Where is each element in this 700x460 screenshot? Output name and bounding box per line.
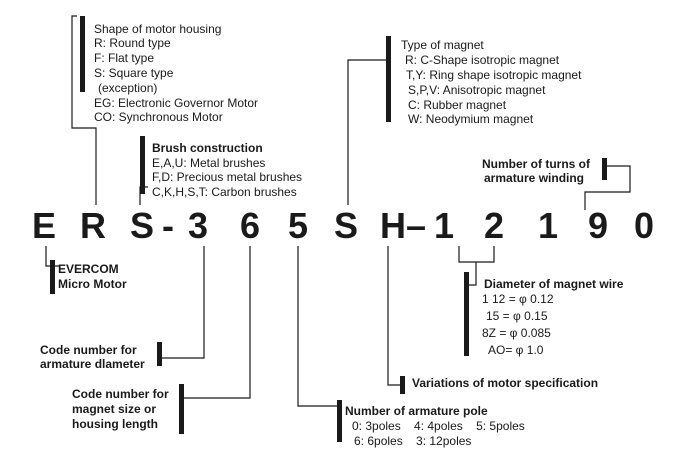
magnet-item: T,Y: Ring shape isotropic magnet	[406, 68, 582, 82]
code-char-11: 1	[434, 205, 455, 246]
brush-title: Brush construction	[152, 141, 263, 155]
magnet-item: C: Rubber magnet	[408, 98, 507, 112]
code-char-7: 5	[288, 205, 309, 246]
code-char-12: 2	[484, 205, 505, 246]
turns-line: Number of turns of	[482, 157, 590, 171]
magnet-title: Type of magnet	[401, 38, 484, 52]
code-char-6: 6	[240, 205, 261, 246]
code-char-10: –	[406, 205, 427, 246]
turns-line: armature winding	[484, 171, 585, 185]
wire-item: AO= φ 1.0	[488, 343, 544, 357]
code-char-3: S	[130, 205, 155, 246]
evercom-line: Micro Motor	[58, 277, 127, 291]
code-char-14: 9	[588, 205, 609, 246]
housing-item: (exception)	[98, 81, 158, 95]
brush-item: F,D: Precious metal brushes	[152, 170, 303, 184]
poles-row: 0: 3poles 4: 4poles 5: 5poles	[352, 419, 525, 433]
poles-row: 6: 6poles 3: 12poles	[354, 434, 472, 448]
diameter-line: armature dlameter	[40, 357, 145, 371]
wire-title: Diameter of magnet wire	[484, 277, 624, 291]
brush-item: E,A,U: Metal brushes	[152, 156, 266, 170]
magsize-line: Code number for	[72, 387, 169, 401]
code-char-9: H	[380, 205, 406, 246]
magsize-line: magnet size or	[72, 402, 157, 416]
housing-item: F: Flat type	[94, 51, 155, 65]
code-char-15: 0	[634, 205, 655, 246]
code-char-2: R	[80, 205, 106, 246]
variations-label: Variations of motor specification	[412, 376, 599, 390]
evercom-line: EVERCOM	[58, 262, 119, 276]
poles-title: Number of armature pole	[345, 404, 488, 418]
wire-item: 8Z = φ 0.085	[482, 326, 551, 340]
wire-item: 1 12 = φ 0.12	[482, 292, 554, 306]
magnet-item: R: C-Shape isotropic magnet	[405, 53, 560, 67]
diameter-line: Code number for	[40, 343, 137, 357]
code-char-1: E	[32, 205, 57, 246]
code-char-4: -	[162, 205, 174, 246]
magnet-item: S,P,V: Anisotropic magnet	[408, 83, 546, 97]
housing-title: Shape of motor housing	[94, 22, 222, 36]
code-char-13: 1	[538, 205, 559, 246]
magsize-line: housing length	[72, 417, 158, 431]
wire-item: 15 = φ 0.15	[486, 309, 548, 323]
magnet-item: W: Neodymium magnet	[408, 112, 534, 126]
code-char-5: 3	[188, 205, 209, 246]
housing-item: EG: Electronic Governor Motor	[94, 96, 259, 110]
housing-item: S: Square type	[94, 66, 174, 80]
housing-item: CO: Synchronous Motor	[94, 110, 223, 124]
brush-item: C,K,H,S,T: Carbon brushes	[152, 185, 297, 199]
housing-item: R: Round type	[94, 36, 171, 50]
code-char-8: S	[334, 205, 359, 246]
